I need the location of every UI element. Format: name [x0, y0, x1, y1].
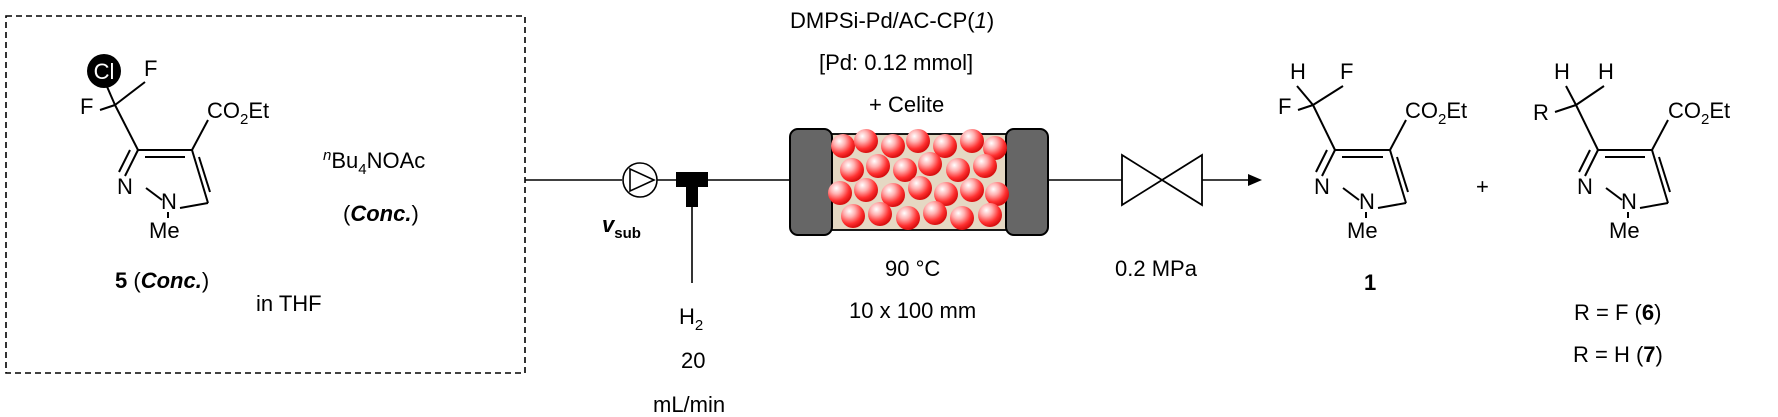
- catalyst-bead: [840, 158, 864, 182]
- catalyst-bead: [866, 154, 890, 178]
- catalyst-bead: [896, 206, 920, 230]
- catalyst-bead: [854, 129, 878, 153]
- r-group: R: [1533, 100, 1549, 125]
- ester-group: CO2Et: [207, 98, 269, 128]
- catalyst-bead: [881, 183, 905, 207]
- catalyst-bead: [923, 201, 947, 225]
- ring-nitrogen: N: [1577, 174, 1593, 199]
- ester-group: CO2Et: [1405, 98, 1467, 128]
- catalyst-bead: [985, 182, 1009, 206]
- catalyst-bead: [828, 181, 852, 205]
- ring-nitrogen: N: [1621, 189, 1637, 214]
- atom-h: H: [1598, 59, 1614, 84]
- hydrogen-flow-unit: mL/min: [653, 392, 725, 417]
- atom-f: F: [80, 94, 93, 119]
- catalyst-bead: [854, 178, 878, 202]
- atom-f: F: [144, 56, 157, 81]
- hydrogen-label: H2: [679, 304, 703, 334]
- back-pressure-regulator-icon: [1121, 153, 1203, 207]
- reagent-name: nBu4NOAc: [323, 147, 425, 178]
- n-methyl: Me: [1609, 218, 1640, 243]
- catalyst-bead: [946, 158, 970, 182]
- product-6-7-structure: [1554, 85, 1671, 218]
- product-1-structure: [1296, 85, 1409, 218]
- n-methyl: Me: [149, 218, 180, 243]
- atom-cl: Cl: [94, 59, 115, 84]
- hydrogen-flow-rate: 20: [681, 348, 705, 373]
- catalyst-bead: [978, 203, 1002, 227]
- arrow-head-icon: [1248, 174, 1262, 186]
- reagent-concentration: (Conc.): [343, 201, 419, 226]
- catalyst-bead: [934, 182, 958, 206]
- atom-f: F: [1278, 94, 1291, 119]
- ring-nitrogen: N: [161, 189, 177, 214]
- ester-group: CO2Et: [1668, 98, 1730, 128]
- catalyst-bead: [933, 134, 957, 158]
- catalyst-bead: [881, 134, 905, 158]
- ring-nitrogen: N: [1359, 189, 1375, 214]
- catalyst-bead: [906, 129, 930, 153]
- atom-h: H: [1290, 59, 1306, 84]
- substrate-5-structure: [99, 81, 211, 218]
- n-methyl: Me: [1347, 218, 1378, 243]
- flow-rate-label: vsub: [602, 212, 641, 242]
- catalyst-label: DMPSi-Pd/AC-CP(1): [790, 8, 994, 33]
- catalyst-bead: [841, 204, 865, 228]
- product-1-label: 1: [1364, 270, 1376, 295]
- product-6-label: R = F (6): [1574, 300, 1661, 325]
- catalyst-bead: [973, 154, 997, 178]
- catalyst-bead: [868, 202, 892, 226]
- t-mixer-icon: [676, 172, 708, 207]
- catalyst-bead: [960, 129, 984, 153]
- catalyst-bead: [908, 176, 932, 200]
- plus-sign: +: [1476, 174, 1489, 199]
- additive-label: + Celite: [869, 92, 944, 117]
- packed-column-reactor: [789, 128, 1049, 236]
- pump-icon: [622, 162, 658, 198]
- atom-h: H: [1554, 59, 1570, 84]
- back-pressure-label: 0.2 MPa: [1115, 256, 1198, 281]
- ring-nitrogen: N: [117, 174, 133, 199]
- reactor-temperature: 90 °C: [885, 256, 940, 281]
- catalyst-beads: [828, 129, 1009, 230]
- catalyst-bead: [983, 136, 1007, 160]
- solvent-label: in THF: [256, 291, 322, 316]
- palladium-loading: [Pd: 0.12 mmol]: [819, 50, 973, 75]
- catalyst-bead: [918, 152, 942, 176]
- catalyst-bead: [950, 206, 974, 230]
- substrate-label: 5 (Conc.): [115, 268, 209, 293]
- atom-f: F: [1340, 59, 1353, 84]
- reactor-dimensions: 10 x 100 mm: [849, 298, 976, 323]
- catalyst-bead: [831, 134, 855, 158]
- catalyst-bead: [960, 178, 984, 202]
- chlorine-atom-highlight: [87, 54, 121, 88]
- catalyst-bead: [893, 158, 917, 182]
- feed-solution-box: [5, 15, 526, 374]
- product-7-label: R = H (7): [1573, 342, 1663, 367]
- ring-nitrogen: N: [1314, 174, 1330, 199]
